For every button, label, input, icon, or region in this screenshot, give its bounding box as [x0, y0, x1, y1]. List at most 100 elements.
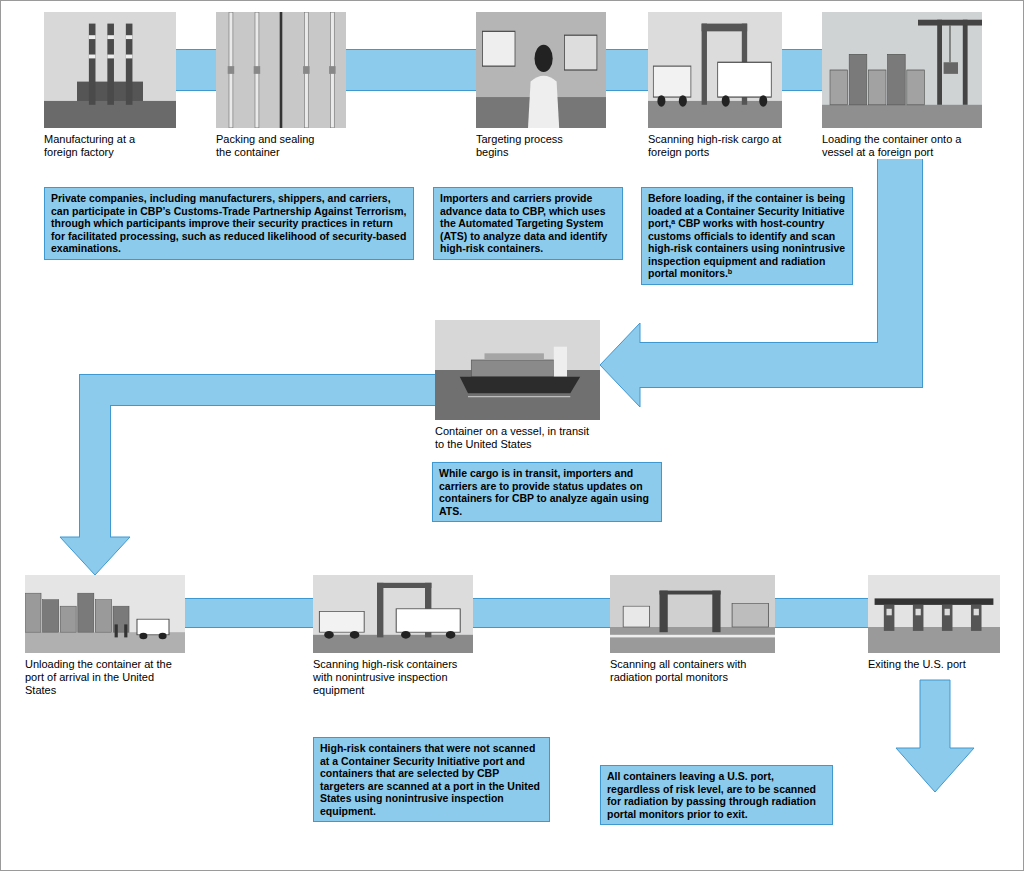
- stage-photo-node: Scanning all containers with radiation p…: [610, 575, 775, 684]
- stage-caption: Scanning high-risk cargo at foreign port…: [648, 133, 782, 159]
- stage-photo-node: Loading the container onto a vessel at a…: [822, 12, 982, 159]
- photo-detail: [974, 609, 979, 616]
- photo-detail: [483, 31, 516, 66]
- photo-detail: [107, 24, 114, 105]
- photo-detail: [319, 611, 364, 632]
- photo-detail: [679, 95, 687, 107]
- stage-caption: Targeting process begins: [476, 133, 576, 159]
- photo-detail: [60, 606, 76, 632]
- photo-detail: [875, 598, 994, 605]
- flow-band: [775, 613, 868, 614]
- photo-detail: [126, 24, 133, 105]
- photo-detail: [485, 353, 544, 360]
- photo-detail: [89, 24, 96, 105]
- photo-detail: [888, 55, 906, 105]
- photo: [25, 575, 185, 653]
- photo-detail: [396, 609, 460, 632]
- photo-detail: [916, 609, 921, 616]
- band-outline: [606, 49, 648, 91]
- photo-detail: [254, 66, 261, 74]
- photo: [610, 575, 775, 653]
- photo-detail: [702, 24, 748, 32]
- frame-border: [1, 1, 1024, 871]
- photo-detail: [377, 583, 431, 588]
- flow-band: [185, 613, 313, 614]
- photo: [216, 12, 346, 128]
- photo-detail: [476, 12, 606, 128]
- band-outline: [775, 598, 868, 628]
- band-outline: [473, 598, 610, 628]
- photo: [822, 12, 982, 128]
- band-fill: [185, 599, 313, 627]
- band-outline: [782, 49, 822, 91]
- band-fill: [638, 159, 900, 365]
- photo-detail: [535, 45, 553, 72]
- arrow-head: [60, 537, 130, 575]
- photo-detail: [435, 370, 600, 420]
- photo-detail: [610, 627, 775, 653]
- photo-detail: [159, 633, 167, 640]
- photo-detail: [610, 635, 775, 638]
- stage-photo-node: Manufacturing at a foreign factory: [44, 12, 176, 159]
- flow-band: [346, 70, 476, 71]
- stage-photo-node: Container on a vessel, in transit to the…: [435, 320, 600, 451]
- exit-arrow: [896, 680, 974, 792]
- stage-caption: Manufacturing at a foreign factory: [44, 133, 159, 159]
- photo-detail: [280, 12, 283, 128]
- band-fill: [782, 50, 822, 90]
- photo-detail: [350, 631, 360, 639]
- photo-detail: [884, 605, 895, 631]
- stage-caption: Exiting the U.S. port: [868, 658, 1000, 671]
- band-fill: [346, 50, 476, 90]
- photo-detail: [107, 55, 114, 59]
- photo-detail: [25, 575, 185, 653]
- photo-detail: [44, 101, 176, 128]
- band-fill: [606, 50, 648, 90]
- photo-detail: [95, 600, 111, 633]
- photo: [648, 12, 782, 128]
- photo-detail: [43, 600, 59, 633]
- photo-detail: [950, 26, 951, 63]
- photo-detail: [471, 360, 554, 377]
- photo-detail: [126, 35, 133, 39]
- stage-caption: Loading the container onto a vessel at a…: [822, 133, 982, 159]
- description-text: Private companies, including manufacture…: [51, 192, 407, 255]
- photo-detail: [124, 624, 127, 637]
- photo-detail: [822, 105, 982, 128]
- photo-detail: [44, 12, 176, 128]
- photo-detail: [89, 55, 96, 59]
- photo-detail: [759, 95, 767, 107]
- photo-detail: [945, 609, 950, 616]
- photo-detail: [139, 633, 147, 640]
- band-fill: [473, 599, 610, 627]
- description-text: While cargo is in transit, importers and…: [439, 467, 655, 517]
- photo-detail: [228, 66, 235, 74]
- photo-detail: [937, 20, 942, 105]
- photo-detail: [216, 12, 346, 128]
- stage-photo-node: Packing and sealing the container: [216, 12, 346, 159]
- photo-detail: [528, 76, 559, 128]
- photo-detail: [446, 631, 456, 639]
- photo-detail: [78, 593, 94, 632]
- photo-detail: [468, 396, 570, 397]
- photo-detail: [25, 593, 41, 632]
- photo-detail: [702, 24, 707, 105]
- flow-band: [60, 390, 435, 575]
- stage-photo-node: Scanning high-risk cargo at foreign port…: [648, 12, 782, 159]
- photo-detail: [460, 377, 580, 394]
- photo-detail: [324, 631, 334, 639]
- photo-detail: [718, 62, 772, 97]
- flow-band: [176, 70, 216, 71]
- photo: [313, 575, 473, 653]
- photo-detail: [942, 605, 953, 631]
- description-box: While cargo is in transit, importers and…: [432, 462, 662, 522]
- flow-band: [473, 613, 610, 614]
- photo-detail: [89, 35, 96, 39]
- stage-caption: Packing and sealing the container: [216, 133, 321, 159]
- band-outline: [185, 598, 313, 628]
- flow-band: [600, 159, 900, 407]
- photo-detail: [868, 627, 1000, 653]
- photo-detail: [25, 632, 185, 653]
- photo-detail: [822, 12, 982, 128]
